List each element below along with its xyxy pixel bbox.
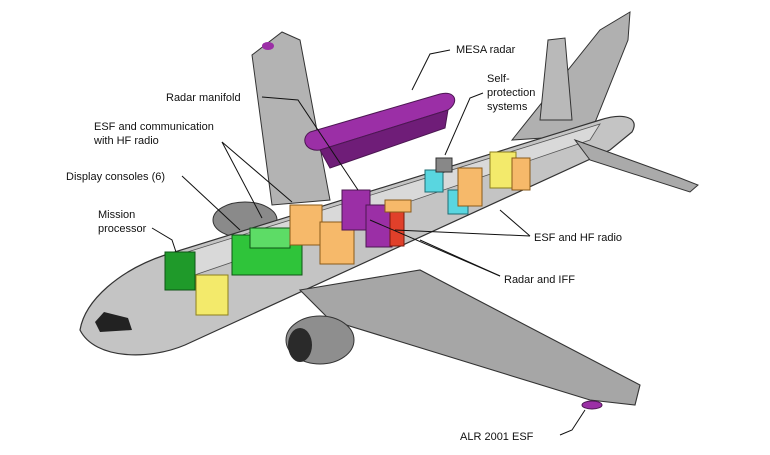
label-self-protection-3: systems <box>487 101 528 113</box>
leader-alr <box>559 409 586 436</box>
far-stabilizer <box>539 37 573 121</box>
seat-cyan-1 <box>424 169 444 193</box>
near-stabilizer <box>573 138 699 193</box>
label-radar-manifold: Radar manifold <box>166 92 241 104</box>
label-mission-2: processor <box>98 223 147 235</box>
forward-yellow-rack <box>195 274 229 316</box>
leader-mission <box>151 227 177 253</box>
label-esf-comm-1: ESF and communication <box>94 121 214 133</box>
leader-esf-hf-2 <box>394 229 531 237</box>
cockpit-windows <box>95 312 132 332</box>
leader-self-protection <box>444 92 484 156</box>
wingtip-esf <box>581 400 603 410</box>
leader-esf-comm-2 <box>221 141 293 203</box>
leader-mesa <box>411 49 451 91</box>
leader-radar-iff-2 <box>369 219 501 277</box>
label-esf-comm-2: with HF radio <box>93 135 159 147</box>
purple-rack-1 <box>341 189 371 231</box>
label-self-protection-2: protection <box>487 87 535 99</box>
label-mission-1: Mission <box>98 209 135 221</box>
mesa-radar-side <box>319 109 449 169</box>
label-esf-hf: ESF and HF radio <box>534 232 622 244</box>
label-radar-iff: Radar and IFF <box>504 274 575 286</box>
orange-rack-aft <box>457 167 483 207</box>
leader-esf-comm <box>221 141 263 219</box>
label-display-consoles: Display consoles (6) <box>66 171 165 183</box>
near-engine-intake <box>288 328 312 362</box>
grey-box <box>435 157 453 173</box>
label-mesa-radar: MESA radar <box>456 44 516 56</box>
leader-esf-hf <box>499 209 531 237</box>
label-alr: ALR 2001 ESF <box>460 431 534 443</box>
display-console-block-2 <box>249 227 291 249</box>
far-wing <box>251 31 331 206</box>
orange-rack-1 <box>289 204 323 246</box>
fin-tip-esf <box>262 42 274 50</box>
mission-processor-block <box>164 251 196 291</box>
label-self-protection-1: Self- <box>487 73 510 85</box>
orange-rack-3 <box>384 199 412 213</box>
yellow-rack-aft-2 <box>511 157 531 191</box>
leader-display <box>181 175 241 231</box>
leader-radar-manifold <box>261 96 359 191</box>
